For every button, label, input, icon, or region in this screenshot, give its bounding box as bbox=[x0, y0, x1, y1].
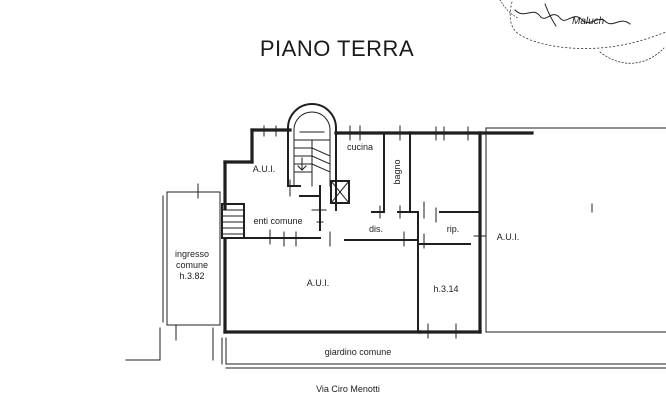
signature-text: Maluch bbox=[572, 16, 605, 27]
label-dis: dis. bbox=[369, 224, 383, 234]
label-ingresso: ingresso bbox=[175, 249, 209, 259]
exterior-walls bbox=[223, 128, 534, 334]
spiral-staircase bbox=[287, 103, 337, 187]
signature-stamp: Maluch bbox=[499, 0, 666, 64]
street-name: Via Ciro Menotti bbox=[316, 384, 380, 394]
label-enti-comune: enti comune bbox=[253, 216, 302, 226]
entrance-steps bbox=[221, 203, 245, 239]
ingresso-block bbox=[125, 191, 225, 361]
elevator-shaft bbox=[330, 180, 350, 204]
label-rip: rip. bbox=[447, 224, 460, 234]
label-aui-right: A.U.I. bbox=[497, 232, 520, 242]
label-comune: comune bbox=[176, 260, 208, 270]
label-aui-main: A.U.I. bbox=[307, 278, 330, 288]
label-bagno: bagno bbox=[392, 159, 402, 184]
label-giardino: giardino comune bbox=[325, 347, 392, 357]
plan-title: PIANO TERRA bbox=[260, 36, 414, 61]
openings bbox=[175, 125, 593, 341]
interior-walls bbox=[224, 132, 479, 333]
garden-boundary bbox=[221, 337, 666, 369]
right-boundary bbox=[485, 127, 666, 333]
label-height-right: h.3.14 bbox=[433, 284, 458, 294]
label-cucina: cucina bbox=[347, 142, 373, 152]
label-ingresso-height: h.3.82 bbox=[179, 271, 204, 281]
label-aui-top: A.U.I. bbox=[253, 164, 276, 174]
